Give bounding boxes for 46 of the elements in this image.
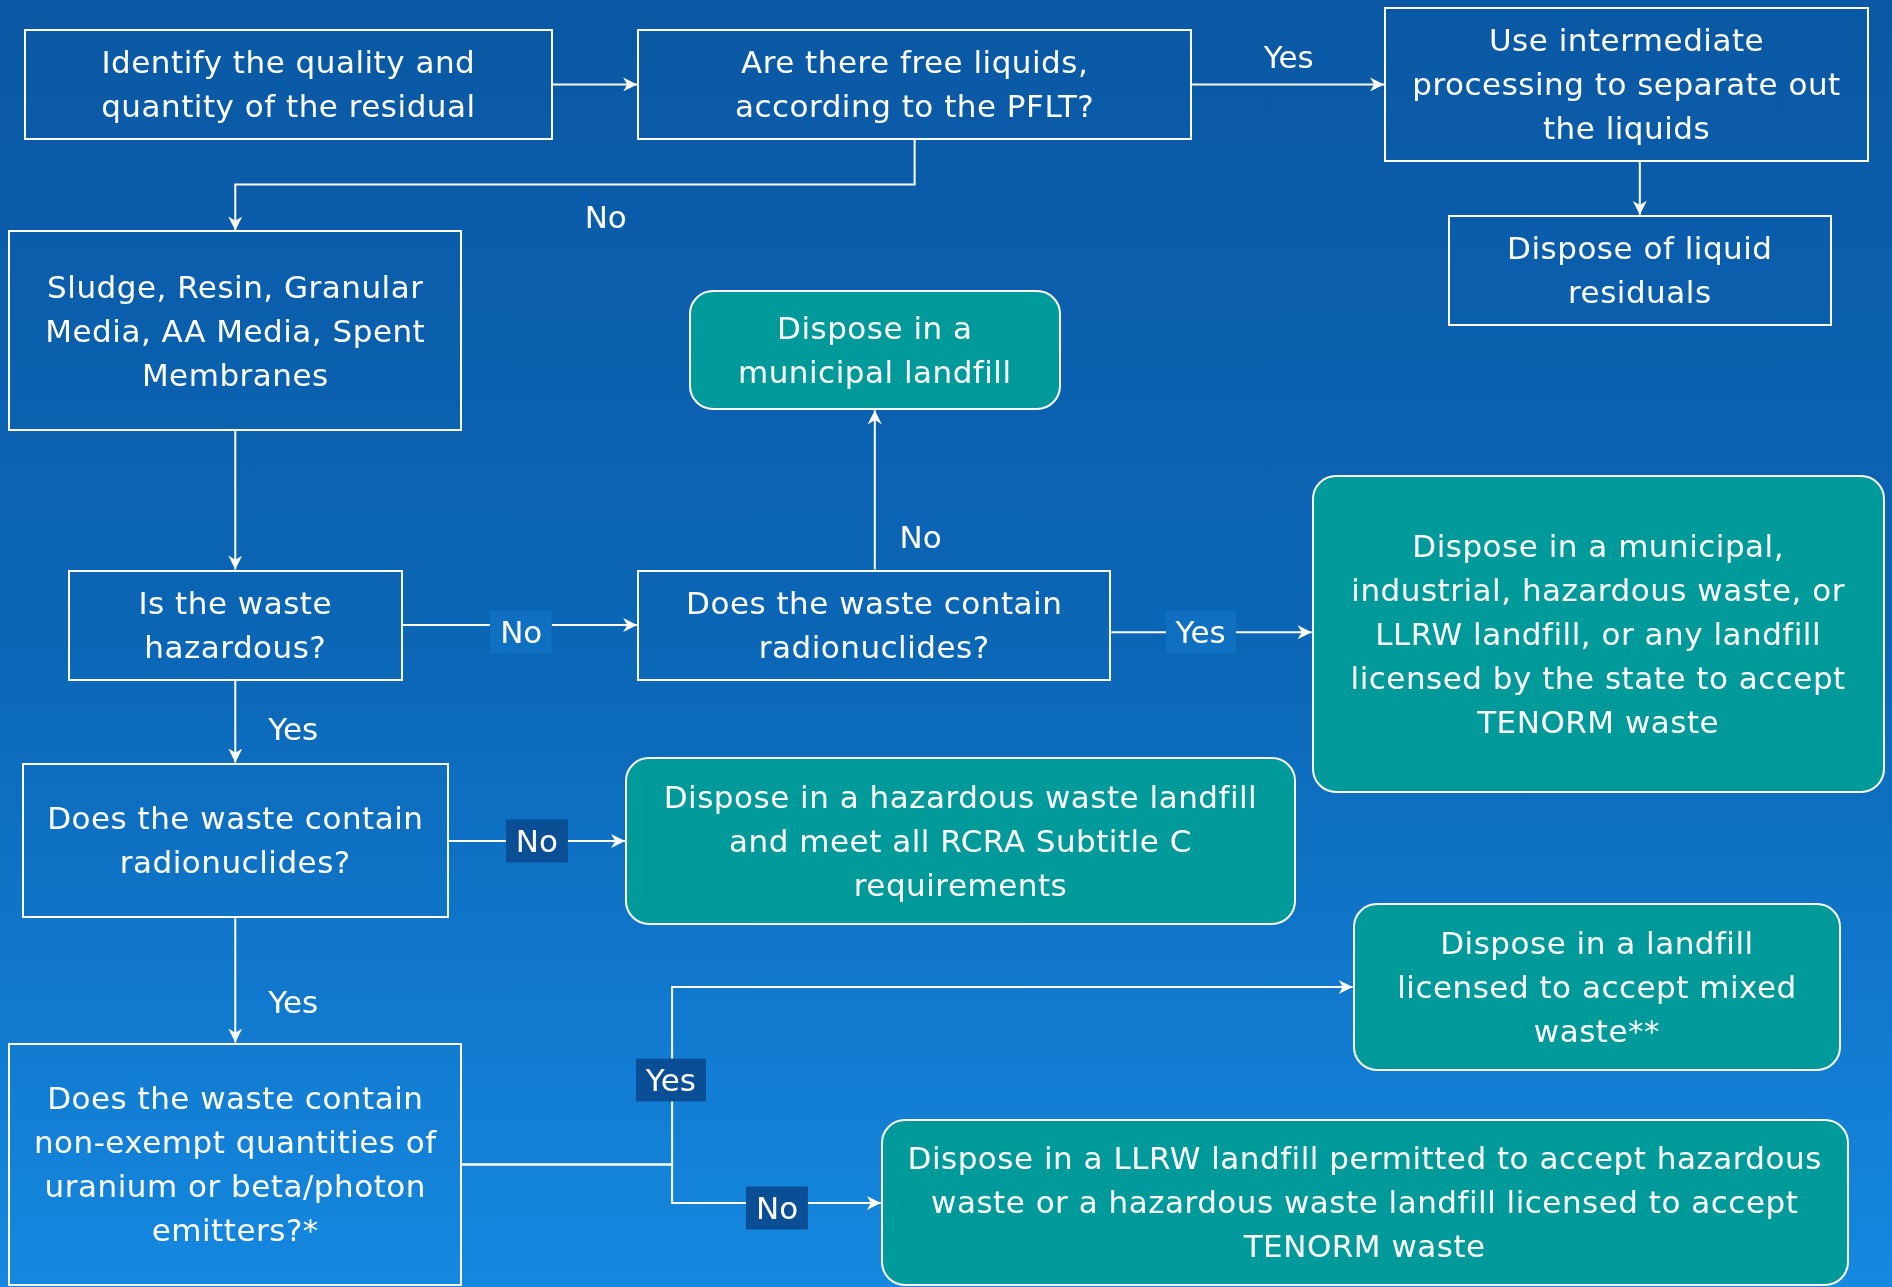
outcome-box <box>625 756 1296 926</box>
edge-label: No <box>505 819 568 863</box>
outcome-box <box>880 1118 1849 1287</box>
node-text: Are there free liquids, according to the PFLT? <box>733 43 1096 127</box>
process-box <box>1384 7 1870 162</box>
node-text: Sludge, Resin, Granular Media, AA Media, Spent Membranes <box>44 267 427 395</box>
node-text: Dispose in a LLRW landfill permitted to accept hazardous waste or a hazardous waste landfill licensed to accept TENORM waste <box>906 1139 1823 1267</box>
arrow <box>1632 160 1647 216</box>
process-box <box>8 1042 463 1287</box>
process-box <box>21 762 449 919</box>
node-text: Identify the quality and quantity of the residual <box>100 43 477 127</box>
arrow <box>228 138 916 232</box>
edge-label: Yes <box>1165 610 1236 654</box>
process-box <box>637 28 1193 140</box>
edge-label: Yes <box>267 709 320 749</box>
edge-label: Yes <box>1262 37 1315 77</box>
process-box <box>24 28 553 140</box>
node-text: Dispose in a municipal landfill <box>737 308 1013 392</box>
arrow <box>228 429 243 571</box>
node-text: Dispose in a hazardous waste landfill and meet all RCRA Subtitle C requirements <box>662 778 1259 905</box>
arrow <box>228 679 243 764</box>
edge-label: Yes <box>267 982 320 1021</box>
arrow <box>551 77 639 92</box>
outcome-box <box>689 289 1061 411</box>
edge-label: Yes <box>635 1058 706 1102</box>
process-box <box>67 569 403 681</box>
edge-label: No <box>746 1186 809 1230</box>
arrow <box>1191 77 1385 92</box>
node-text: Does the waste contain non-exempt quantities of uranium or beta/photon emitters?* <box>32 1079 438 1251</box>
edge-label: No <box>490 610 553 654</box>
outcome-box <box>1311 475 1885 793</box>
edge-label: No <box>583 197 628 237</box>
outcome-box <box>1352 902 1842 1072</box>
arrow <box>228 917 243 1044</box>
node-text: Dispose in a landfill licensed to accept mixed waste** <box>1396 924 1798 1051</box>
node-text: Does the waste contain radionuclides? <box>685 584 1064 667</box>
node-text: Does the waste contain radionuclides? <box>46 799 425 883</box>
process-box <box>1447 214 1832 326</box>
process-box <box>637 569 1112 681</box>
node-text: Dispose in a municipal, industrial, hazardous waste, or LLRW landfill, or any landfill licensed by the state to accept TENORM waste <box>1349 527 1847 743</box>
edge-label: No <box>898 517 943 557</box>
node-text: Is the waste hazardous? <box>137 584 334 667</box>
process-box <box>8 230 463 431</box>
node-text: Dispose of liquid residuals <box>1506 229 1774 313</box>
node-text: Use intermediate processing to separate out the liquids <box>1411 21 1842 149</box>
arrow <box>867 409 882 571</box>
